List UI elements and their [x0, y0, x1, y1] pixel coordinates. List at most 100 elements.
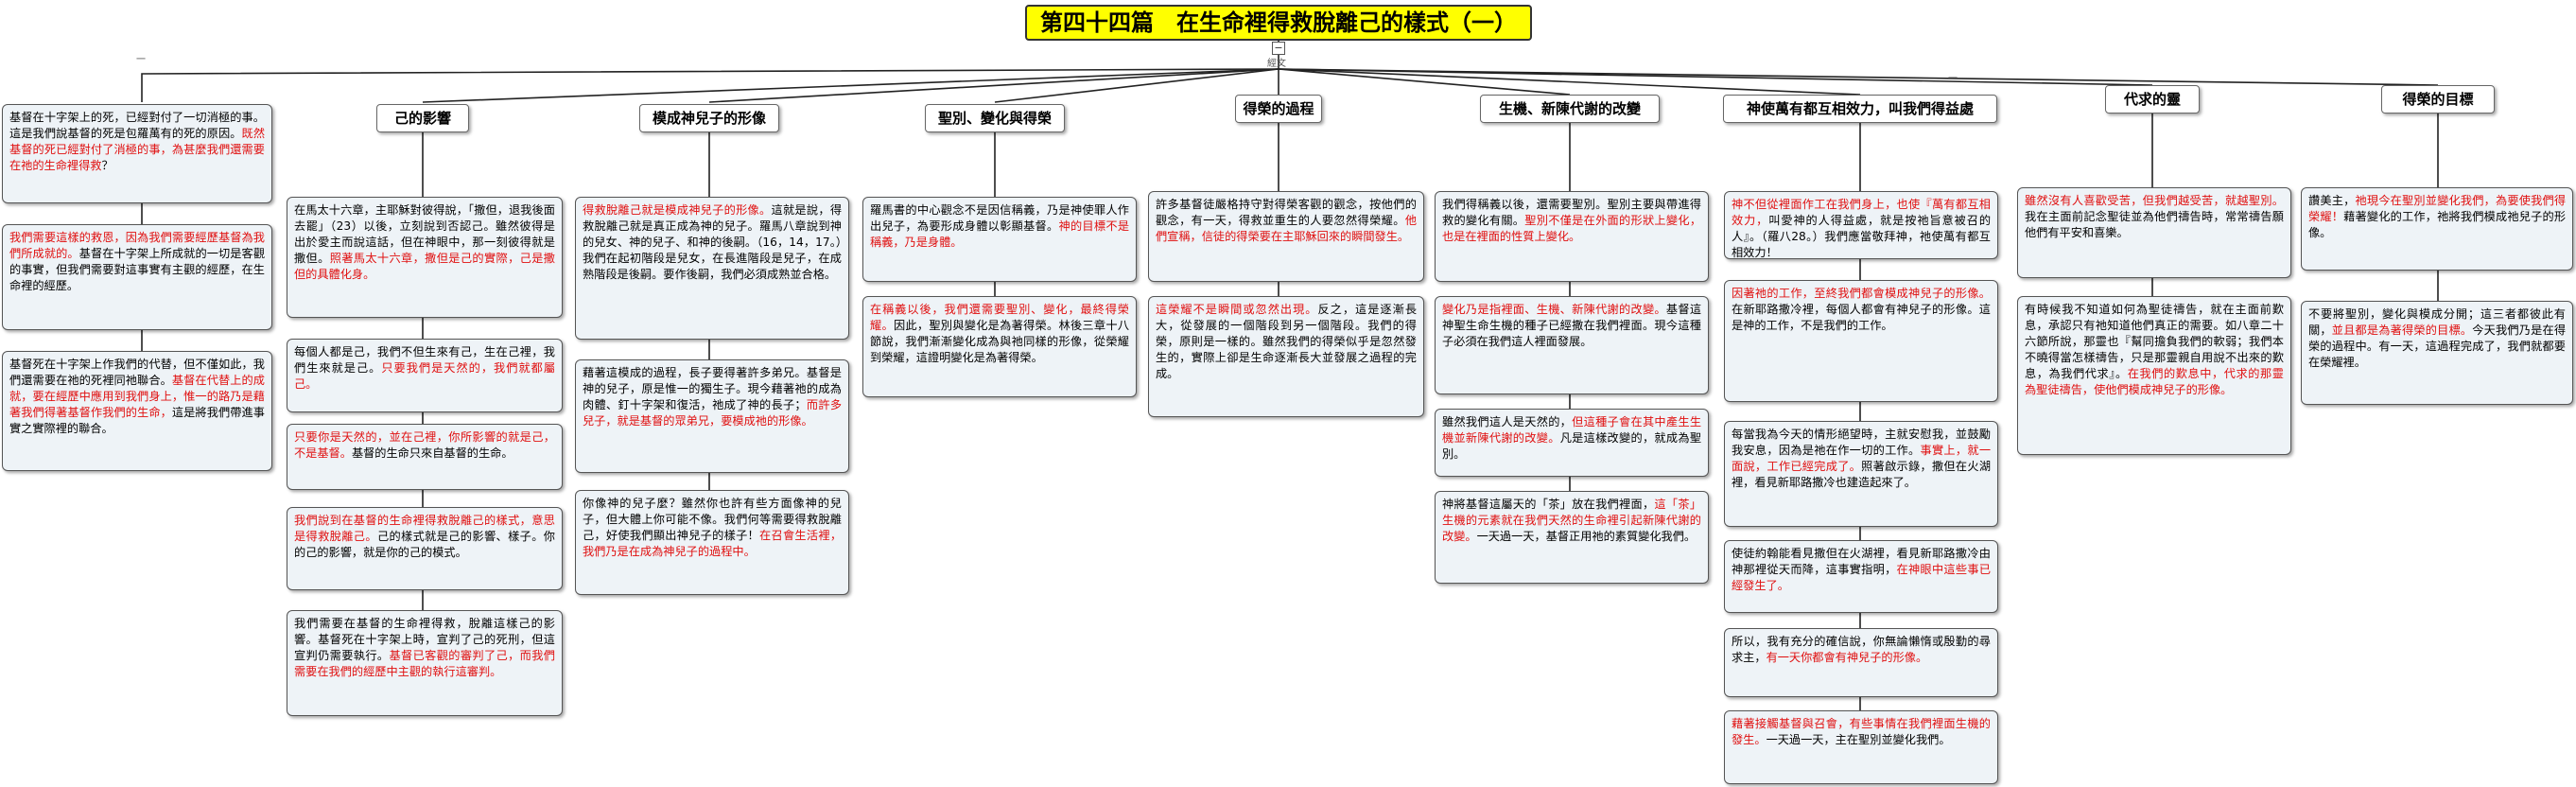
body-text: 許多基督徒嚴格持守對得榮客觀的觀念，按他們的觀念，有一天，得救並重生的人要忽然得…: [1156, 198, 1417, 227]
text-node: 因著祂的工作，至終我們都會模成神兒子的形像。在新耶路撒冷裡，每個人都會有神兒子的…: [1724, 280, 1998, 402]
body-text: 一天過一天，主在聖別並變化我們。: [1766, 733, 1951, 746]
body-text: 基督在十字架上所成就的一切是客觀的事實，但我們需要對這事實有主觀的經歷，在生命裡…: [9, 247, 266, 292]
text-node: 許多基督徒嚴格持守對得榮客觀的觀念，按他們的觀念，有一天，得救並重生的人要忽然得…: [1148, 191, 1424, 282]
highlighted-text: 雖然沒有人喜歡受苦，但我們越受苦，就越聖別。: [2025, 194, 2284, 207]
highlighted-text: 在神眼中這些事已經發生了。: [1732, 563, 1992, 592]
body-text: 羅馬書的中心觀念不是因信稱義，乃是神使罪人作出兒子，為要形成身體以彰顯基督。: [870, 203, 1129, 233]
branch-all-things-work[interactable]: 神使萬有都互相效力，叫我們得益處: [1723, 95, 1997, 123]
highlighted-text: 他們宣稱，信徒的得榮要在主耶穌回來的瞬間發生。: [1156, 214, 1417, 243]
branch-sanctification[interactable]: 聖別、變化與得榮: [925, 104, 1065, 132]
highlighted-text: 在我們的歎息中，代求的那靈為聖徒禱告，使他們模成神兒子的形像。: [2025, 367, 2284, 396]
text-node: 不要將聖別，變化與模成分開；這三者都彼此有關，並且都是為著得榮的目標。今天我們乃…: [2301, 301, 2573, 405]
right-stub-label: 一: [1948, 74, 1958, 84]
body-text: 每個人都是己，我們不但生來有己，生在己裡，我們生來就是己。: [294, 345, 555, 375]
highlighted-text: 聖別不僅是在外面的形狀上變化，也是在裡面的性質上變化。: [1442, 214, 1702, 243]
branch-goal-of-glory[interactable]: 得榮的目標: [2381, 85, 2495, 114]
highlighted-text: 我們說到在基督的生命裡得救脫離己的樣式，意思是得救脫離己。: [294, 514, 555, 543]
branch-conformed-image[interactable]: 模成神兒子的形像: [639, 104, 779, 132]
body-text: 我在主面前記念聖徒並為他們禱告時，常常禱告願他們有平安和喜樂。: [2025, 210, 2284, 239]
highlighted-text: 神的目標不是稱義，乃是身體。: [870, 219, 1130, 249]
highlighted-text: 只要我們是天然的，我們就都屬己。: [294, 361, 556, 391]
text-node: 這榮耀不是瞬間或忽然出現。反之，這是逐漸長大，從發展的一個階段到另一個階段。我們…: [1148, 296, 1424, 417]
body-text: 我們需要在基督的生命裡得救，脫離這樣己的影響。基督死在十字架上時，宣判了己的死刑…: [294, 617, 555, 662]
body-text: 照著啟示錄，撒但在火湖裡，看見新耶路撒冷也建造起來了。: [1732, 460, 1992, 489]
text-node: 所以，我有充分的確信說，你無論懶惰或殷勤的尋求主，有一天你都會有神兒子的形像。: [1724, 628, 1998, 697]
text-node: 得救脫離己就是模成神兒子的形像。這就是說，得救脫離己就是真正成為神的兒子。羅馬八…: [575, 197, 849, 340]
body-text: 有時候我不知道如何為聖徒禱告，就在主面前歎息，承認只有祂知道他們真正的需要。如八…: [2025, 303, 2284, 380]
highlighted-text: 在召會生活裡，我們乃是在成為神兒子的過程中。: [583, 529, 843, 558]
body-text: 叫愛神的人得益處，就是按祂旨意被召的人』。（羅八28。）我們應當敬拜神，祂使萬有…: [1732, 214, 1992, 259]
body-text: 不要將聖別，變化與模成分開；這三者都彼此有關，: [2308, 307, 2566, 337]
text-node: 羅馬書的中心觀念不是因信稱義，乃是神使罪人作出兒子，為要形成身體以彰顯基督。神的…: [862, 197, 1137, 282]
body-text: 藉著變化的工作，祂將我們模成祂兒子的形像。: [2308, 210, 2567, 239]
body-text: 基督在十字架上的死，已經對付了一切消極的事。這是我們說基督的死是包羅萬有的死的原…: [9, 111, 265, 140]
text-node: 我們得稱義以後，還需要聖別。聖別主要與帶進得救的變化有關。聖別不僅是在外面的形狀…: [1435, 191, 1709, 282]
highlighted-text: 這「茶」生機的元素就在我們天然的生命裡引起新陳代謝的改變。: [1442, 498, 1702, 543]
highlighted-text: 只要你是天然的，並在己裡，你所影響的就是己，不是基督。: [294, 430, 555, 460]
body-text: 讚美主，: [2308, 194, 2356, 207]
text-node: 你像神的兒子麼？雖然你也許有些方面像神的兒子，但大體上你可能不像。我們何等需要得…: [575, 490, 849, 595]
hub-label: 經文: [1267, 59, 1286, 69]
body-text: 在新耶路撒冷裡，每個人都會有神兒子的形像。這是神的工作，不是我們的工作。: [1732, 303, 1991, 332]
text-node: 每當我為今天的情形絕望時，主就安慰我，並鼓勵我安息，因為是祂在作一切的工作。事實…: [1724, 421, 1998, 527]
highlighted-text: 變化乃是指裡面、生機、新陳代謝的改變。: [1442, 303, 1666, 316]
highlighted-text: 祂現今在聖別並變化我們，為要使我們得榮耀！: [2308, 194, 2567, 223]
highlighted-text: 照著馬太十六章，撒但是己的實際，己是撒但的具體化身。: [294, 252, 555, 281]
text-node: 我們需要在基督的生命裡得救，脫離這樣己的影響。基督死在十字架上時，宣判了己的死刑…: [287, 610, 563, 716]
body-text: 每當我為今天的情形絕望時，主就安慰我，並鼓勵我安息，因為是祂在作一切的工作。: [1732, 428, 1991, 457]
left-stub-label: 一: [136, 55, 146, 65]
body-text: 基督這神聖生命生機的種子已經撒在我們裡面。現今這種子必須在我們這人裡面發展。: [1442, 303, 1702, 348]
body-text: 使徒約翰能看見撒但在火湖裡，看見新耶路撒冷由神那裡從天而降，這事實指明，: [1732, 547, 1991, 576]
body-text: 一天過一天，基督正用祂的素質變化我們。: [1476, 530, 1697, 543]
text-node: 神不但從裡面作工在我們身上，也使『萬有都互相效力，叫愛神的人得益處，就是按祂旨意…: [1724, 191, 1998, 259]
highlighted-text: 並且都是為著得榮的目標。: [2331, 324, 2473, 337]
collapse-toggle-icon[interactable]: −: [1272, 42, 1285, 55]
text-node: 藉著這模成的過程，長子要得著許多弟兄。基督是神的兒子，原是惟一的獨生子。現今藉著…: [575, 359, 849, 473]
body-text: 所以，我有充分的確信說，你無論懶惰或殷勤的尋求主，: [1732, 635, 1991, 664]
highlighted-text: 在稱義以後，我們還需要聖別、變化，最終得榮耀。: [870, 303, 1129, 332]
body-text: 己的樣式就是己的影響、樣子。你的己的影響，就是你的己的模式。: [294, 530, 555, 559]
highlighted-text: 但這種子會在其中產生生機並新陳代謝的改變。: [1442, 415, 1702, 445]
body-text: 因此，聖別與變化是為著得榮。林後三章十八節說，我們漸漸變化成為與祂同樣的形像，從…: [870, 319, 1130, 364]
highlighted-text: 我們需要這樣的救恩，因為我們需要經歷基督為我們所成就的。: [9, 231, 265, 260]
highlighted-text: 既然基督的死已經對付了消極的事，為甚麼我們還需要在祂的生命裡得救: [9, 127, 266, 172]
highlighted-text: 藉著接觸基督與召會，有些事情在我們裡面生機的發生。: [1732, 717, 1991, 746]
highlighted-text: 得救脫離己就是模成神兒子的形像。: [583, 203, 772, 217]
text-node: 有時候我不知道如何為聖徒禱告，就在主面前歎息，承認只有祂知道他們真正的需要。如八…: [2017, 296, 2291, 455]
text-node: 使徒約翰能看見撒但在火湖裡，看見新耶路撒冷由神那裡從天而降，這事實指明，在神眼中…: [1724, 540, 1998, 613]
text-node: 雖然沒有人喜歡受苦，但我們越受苦，就越聖別。我在主面前記念聖徒並為他們禱告時，常…: [2017, 187, 2291, 278]
highlighted-text: 基督在代替上的成就，要在經歷中應用到我們身上，惟一的路乃是藉著我們得著基督作我們…: [9, 374, 265, 419]
root-title: 第四十四篇 在生命裡得救脫離己的樣式（一）: [1025, 5, 1532, 41]
body-text: 雖然我們這人是天然的，: [1442, 415, 1573, 428]
body-text: 基督的生命只來自基督的生命。: [351, 446, 513, 460]
text-node: 讚美主，祂現今在聖別並變化我們，為要使我們得榮耀！藉著變化的工作，祂將我們模成祂…: [2301, 187, 2573, 271]
branch-self-influence[interactable]: 己的影響: [376, 104, 469, 132]
highlighted-text: 而許多兒子，就是基督的眾弟兄，要模成祂的形像。: [583, 398, 843, 428]
highlighted-text: 基督已客觀的審判了己，而我們需要在我們的經歷中主觀的執行這審判。: [294, 649, 555, 678]
text-node: 變化乃是指裡面、生機、新陳代謝的改變。基督這神聖生命生機的種子已經撒在我們裡面。…: [1435, 296, 1709, 394]
highlighted-text: 有一天你都會有神兒子的形像。: [1766, 651, 1928, 664]
text-node: 藉著接觸基督與召會，有些事情在我們裡面生機的發生。一天過一天，主在聖別並變化我們…: [1724, 710, 1998, 784]
branch-glorification-process[interactable]: 得榮的過程: [1235, 95, 1322, 123]
text-node: 每個人都是己，我們不但生來有己，生在己裡，我們生來就是己。只要我們是天然的，我們…: [287, 339, 563, 412]
branch-metabolic-change[interactable]: 生機、新陳代謝的改變: [1480, 95, 1660, 123]
body-text: 在馬太十六章，主耶穌對彼得說，「撒但，退我後面去罷」（23）以後，立刻說到否認己…: [294, 203, 555, 265]
body-text: ？: [101, 159, 113, 172]
body-text: 神將基督這屬天的「茶」放在我們裡面，: [1442, 498, 1655, 511]
text-node: 神將基督這屬天的「茶」放在我們裡面，這「茶」生機的元素就在我們天然的生命裡引起新…: [1435, 491, 1709, 584]
highlighted-text: 事實上，就一面說，工作已經完成了。: [1732, 444, 1992, 473]
highlighted-text: 這榮耀不是瞬間或忽然出現。: [1156, 303, 1318, 316]
body-text: 這就是說，得救脫離己就是真正成為神的兒子。羅馬八章說到神的兒女、神的兒子、和神的…: [583, 203, 843, 281]
branch-interceding-spirit[interactable]: 代求的靈: [2105, 85, 2200, 114]
body-text: 藉著這模成的過程，長子要得著許多弟兄。基督是神的兒子，原是惟一的獨生子。現今藉著…: [583, 366, 842, 411]
highlighted-text: 神不但從裡面作工在我們身上，也使『萬有都互相效力，: [1732, 198, 1991, 227]
text-node: 雖然我們這人是天然的，但這種子會在其中產生生機並新陳代謝的改變。凡是這樣改變的，…: [1435, 409, 1709, 477]
body-text: 這是將我們帶進事實之實際裡的聯合。: [9, 406, 265, 435]
text-node: 在稱義以後，我們還需要聖別、變化，最終得榮耀。因此，聖別與變化是為著得榮。林後三…: [862, 296, 1137, 397]
text-node: 只要你是天然的，並在己裡，你所影響的就是己，不是基督。基督的生命只來自基督的生命…: [287, 424, 563, 490]
body-text: 你像神的兒子麼？雖然你也許有些方面像神的兒子，但大體上你可能不像。我們何等需要得…: [583, 497, 842, 542]
body-text: 今天我們乃是在得榮的過程中。有一天，這過程完成了，我們就都要在榮耀裡。: [2308, 324, 2567, 369]
body-text: 凡是這樣改變的，就成為聖別。: [1442, 431, 1702, 461]
text-node: 基督在十字架上的死，已經對付了一切消極的事。這是我們說基督的死是包羅萬有的死的原…: [2, 104, 272, 203]
